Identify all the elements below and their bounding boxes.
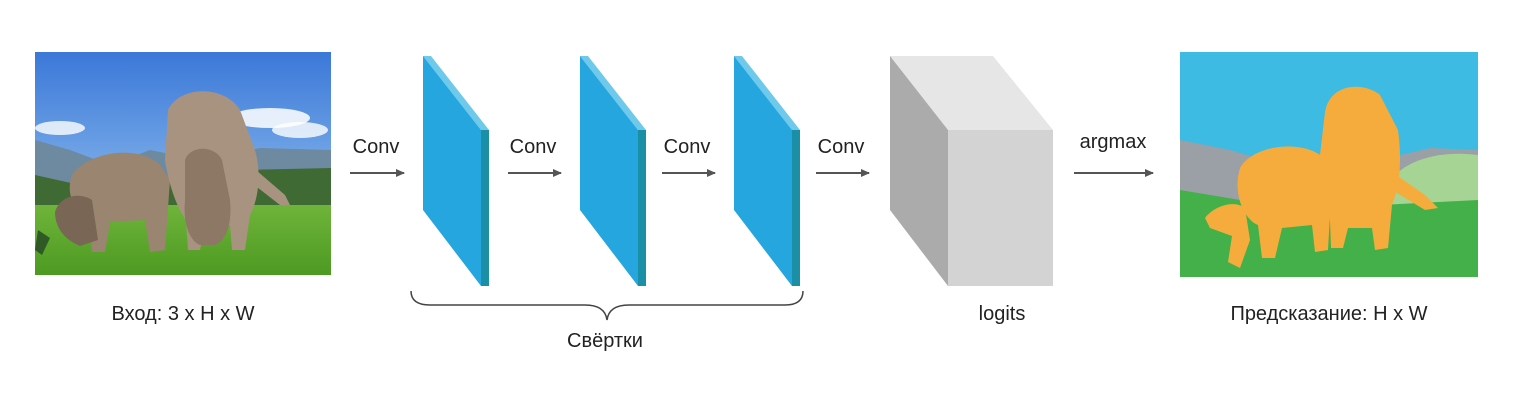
argmax-arrow: argmax (1074, 131, 1154, 177)
input-caption: Вход: 3 x H x W (111, 303, 254, 325)
convolutions-brace (410, 290, 804, 321)
logits-caption: logits (979, 303, 1026, 325)
conv-arrow-3: Conv (662, 136, 716, 177)
conv-arrow-2: Conv (508, 136, 562, 177)
conv-label-3: Conv (664, 136, 711, 158)
output-caption: Предсказание: H x W (1230, 303, 1427, 325)
logits-cube (890, 56, 1053, 286)
seg-cows (1205, 86, 1438, 268)
conv-layer-1 (423, 56, 489, 286)
conv-layer-2 (580, 56, 646, 286)
conv-label-1: Conv (353, 136, 400, 158)
conv-layer-3 (734, 56, 800, 286)
conv-label-2: Conv (510, 136, 557, 158)
convolutions-label: Свёртки (567, 330, 643, 352)
conv-label-4: Conv (818, 136, 865, 158)
input-image (35, 52, 331, 275)
conv-arrow-1: Conv (350, 136, 405, 177)
conv-arrow-4: Conv (816, 136, 870, 177)
segmentation-output-image (1180, 52, 1478, 277)
argmax-label: argmax (1080, 131, 1147, 153)
